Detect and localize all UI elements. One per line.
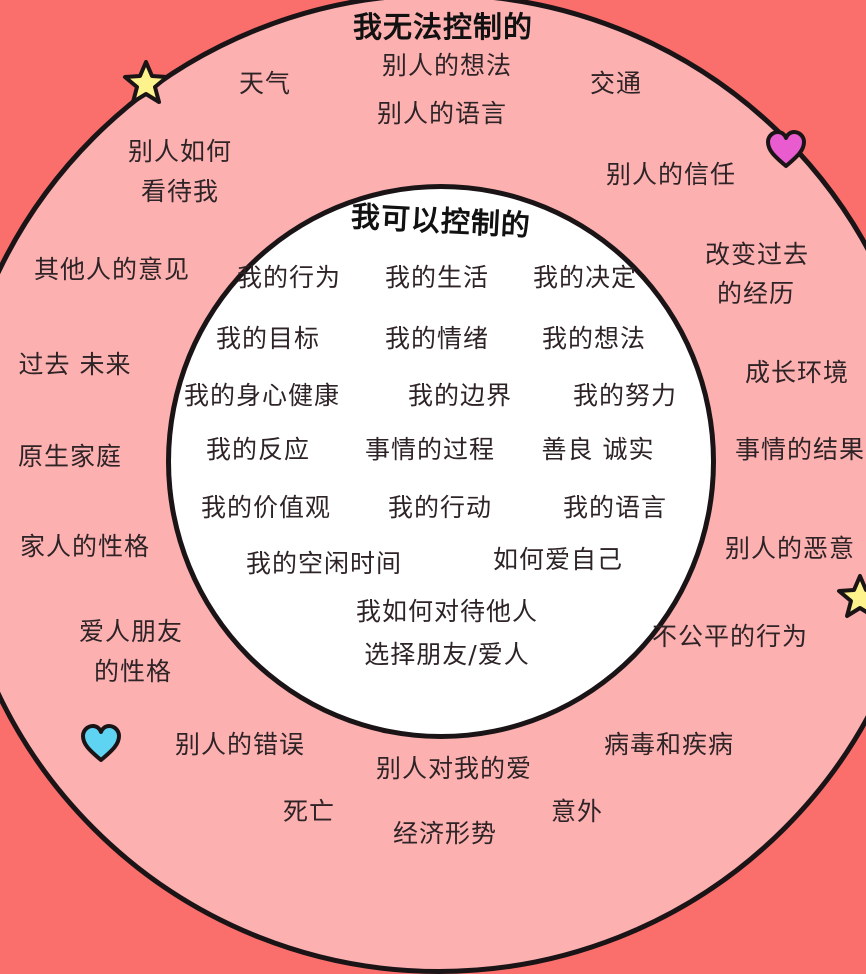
cannot-control-item: 别人的语言 [376,99,508,128]
outer-title: 我无法控制的 [352,10,534,44]
can-control-item: 我的决定 [532,263,638,292]
cannot-control-item: 事情的结果 [734,435,866,464]
cannot-control-item: 的经历 [716,279,796,308]
star-icon [120,58,172,114]
can-control-item: 我的努力 [572,381,678,410]
can-control-item: 我的行动 [387,493,493,522]
can-control-item: 我的行为 [236,263,342,292]
cannot-control-item: 原生家庭 [17,442,123,471]
cannot-control-item: 看待我 [140,177,220,206]
can-control-item: 事情的过程 [364,435,496,464]
cannot-control-item: 过去 未来 [18,350,132,379]
cannot-control-item: 家人的性格 [19,532,151,561]
can-control-item: 我的边界 [407,381,513,410]
inner-circle-can-control [166,184,716,739]
cannot-control-item: 的性格 [93,657,173,686]
can-control-item: 善良 诚实 [541,435,655,464]
cannot-control-item: 改变过去 [704,240,810,269]
heart-icon [764,128,808,176]
can-control-item: 我如何对待他人 [355,597,539,626]
cannot-control-item: 经济形势 [392,819,498,848]
can-control-item: 我的价值观 [200,493,332,522]
can-control-item: 我的身心健康 [183,381,341,410]
can-control-item: 我的语言 [562,493,668,522]
can-control-item: 选择朋友/爱人 [364,640,530,669]
star-icon [834,572,866,628]
can-control-item: 我的目标 [215,324,321,353]
cannot-control-item: 死亡 [282,797,336,826]
cannot-control-item: 别人的恶意 [724,534,856,563]
can-control-item: 我的生活 [384,263,490,292]
cannot-control-item: 爱人朋友 [78,617,184,646]
cannot-control-item: 别人的错误 [174,730,306,759]
cannot-control-item: 病毒和疾病 [603,730,735,759]
cannot-control-item: 别人的想法 [381,51,513,80]
cannot-control-item: 成长环境 [744,358,850,387]
cannot-control-item: 意外 [550,797,604,826]
cannot-control-item: 其他人的意见 [33,255,191,284]
can-control-item: 我的想法 [541,324,647,353]
cannot-control-item: 别人对我的爱 [375,754,533,783]
cannot-control-item: 交通 [589,69,643,98]
heart-icon [79,722,123,770]
can-control-item: 如何爱自己 [492,545,624,574]
can-control-item: 我的空闲时间 [245,549,403,578]
cannot-control-item: 天气 [238,69,292,98]
can-control-item: 我的反应 [205,435,311,464]
cannot-control-item: 别人如何 [127,137,233,166]
cannot-control-item: 不公平的行为 [651,622,809,651]
cannot-control-item: 别人的信任 [605,160,737,189]
can-control-item: 我的情绪 [384,324,490,353]
